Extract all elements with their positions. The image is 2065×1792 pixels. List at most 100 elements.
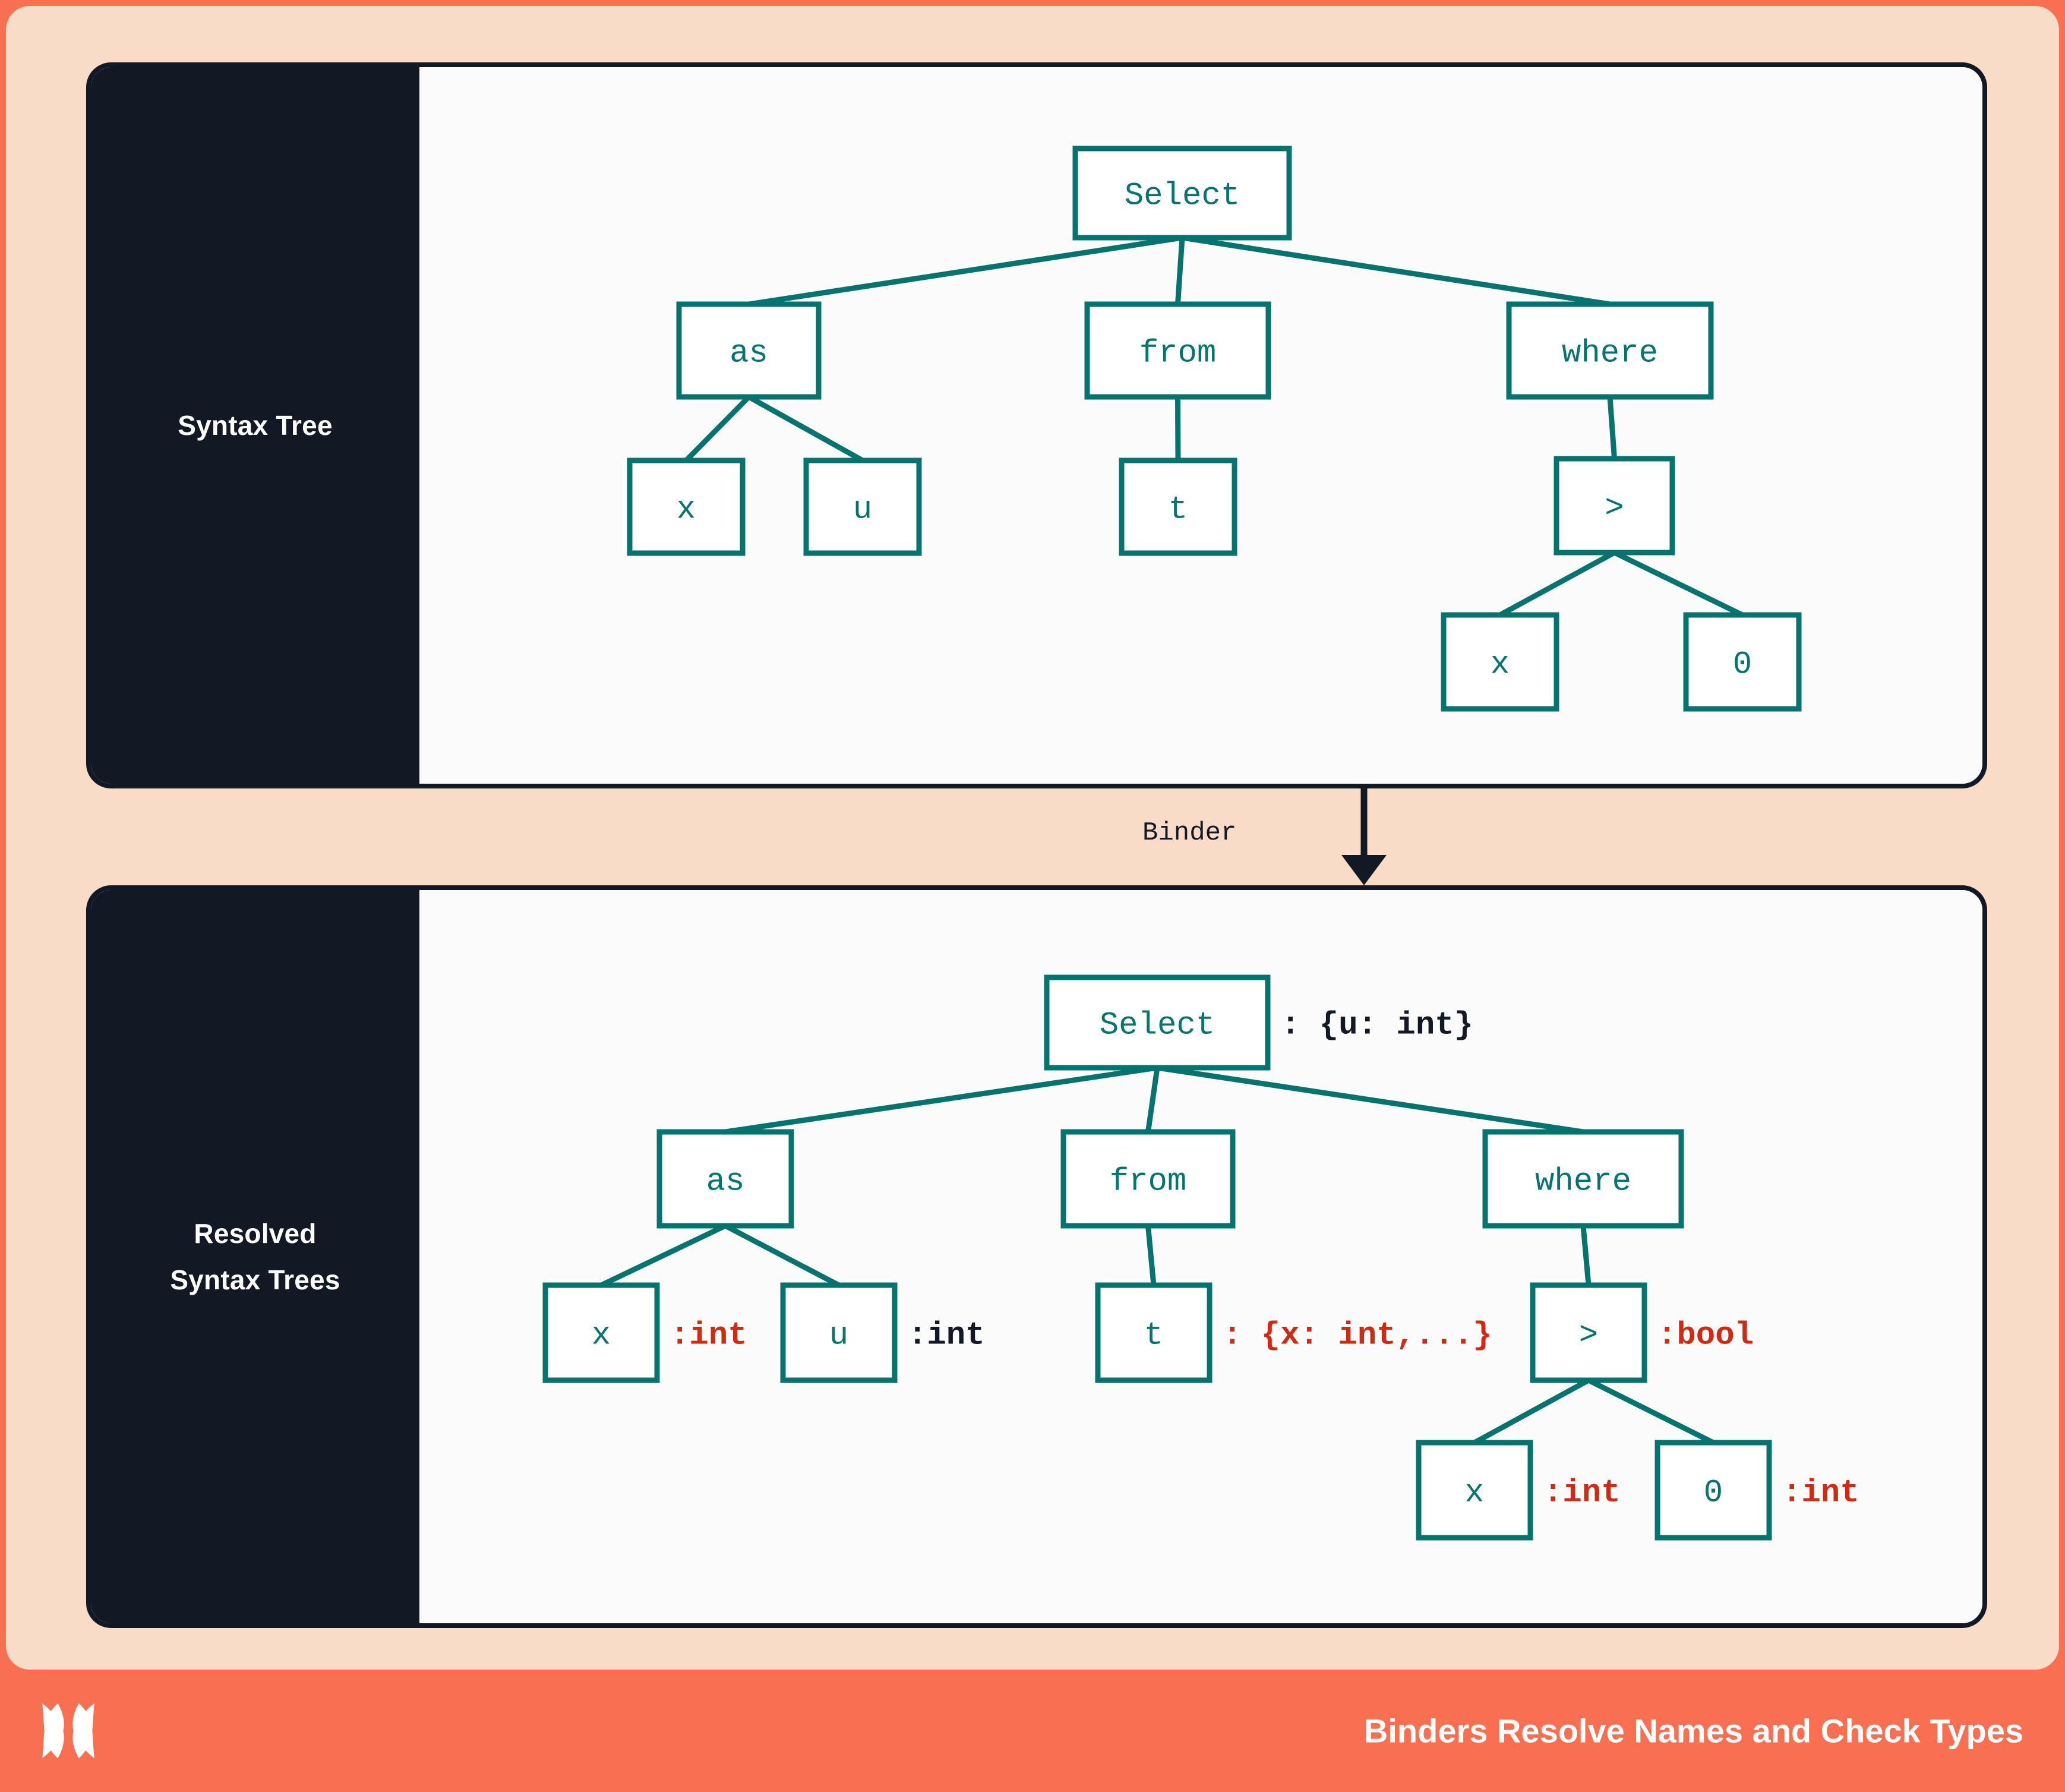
tree-node-box — [676, 301, 822, 400]
tree-node-u1[interactable]: u :int — [780, 1282, 985, 1383]
resolved-tree-canvas: Select : {u: int} as from where x :int u :int t : … — [419, 890, 1982, 1623]
tree-node-label: 0 — [1704, 1475, 1723, 1511]
tree-node-x1[interactable]: x :int — [542, 1282, 747, 1383]
tree-node-box — [780, 1282, 898, 1383]
tree-node-from[interactable]: from — [1060, 1129, 1236, 1229]
tree-node-box — [1060, 1129, 1236, 1229]
footer-title: Binders Resolve Names and Check Types — [1363, 1712, 2023, 1750]
tree-node-box — [542, 1282, 660, 1383]
tree-edge — [1587, 1377, 1715, 1446]
type-annotation: :bool — [1657, 1317, 1754, 1354]
tree-edge — [1498, 550, 1616, 617]
panel-resolved-sidebar: Resolved Syntax Trees — [91, 890, 419, 1623]
tree-edge — [1145, 1067, 1160, 1132]
tree-node-label: x — [1491, 646, 1510, 683]
panel-resolved-label-line2: Syntax Trees — [170, 1264, 340, 1295]
type-annotation: :int — [908, 1317, 985, 1354]
tree-node-label: from — [1110, 1163, 1187, 1200]
tree-node-where[interactable]: where — [1482, 1129, 1684, 1229]
tree-node-box — [1441, 612, 1559, 712]
tree-edge — [1613, 550, 1744, 618]
type-annotation: :int — [1782, 1475, 1859, 1511]
tree-node-box — [1683, 612, 1802, 712]
tree-node-label: u — [829, 1317, 848, 1354]
tree-node-label: x — [592, 1317, 611, 1354]
panel-syntax-tree: Syntax Tree Select as from where x u t > x 0 — [86, 62, 1987, 788]
tree-node-box — [1554, 456, 1675, 556]
tree-node-box — [1506, 301, 1714, 400]
tree-node-z1[interactable]: 0 :int — [1654, 1440, 1859, 1541]
tree-edge — [725, 1065, 1158, 1135]
tree-node-x2[interactable]: x — [1441, 612, 1559, 712]
tree-node-label: Select — [1100, 1007, 1215, 1043]
tree-node-label: u — [853, 491, 872, 528]
type-annotation: : {x: int,...} — [1223, 1317, 1492, 1354]
tree-node-box — [1095, 1282, 1213, 1383]
tree-node-box — [1416, 1440, 1533, 1541]
tree-node-x2[interactable]: x :int — [1416, 1440, 1621, 1541]
type-annotation: :int — [670, 1317, 747, 1354]
tree-node-label: where — [1562, 335, 1658, 371]
tree-edge — [748, 235, 1183, 307]
tree-node-u1[interactable]: u — [803, 458, 922, 556]
tree-node-box — [1044, 974, 1271, 1071]
tree-node-as[interactable]: as — [676, 301, 822, 400]
down-arrow-icon — [1341, 855, 1387, 885]
tree-node-box — [1654, 1440, 1772, 1541]
tree-node-as[interactable]: as — [656, 1129, 794, 1229]
tree-node-box — [1084, 301, 1271, 400]
type-annotation: : {u: int} — [1281, 1007, 1473, 1043]
tree-node-t1[interactable]: t — [1119, 458, 1237, 556]
tree-node-label: where — [1535, 1163, 1631, 1200]
tree-node-where[interactable]: where — [1506, 301, 1714, 400]
tree-node-label: > — [1605, 490, 1624, 526]
tree-edge — [1175, 237, 1185, 305]
tree-node-x1[interactable]: x — [627, 458, 746, 556]
syntax-tree-diagram: Select as from where x u t > x 0 — [627, 146, 1802, 712]
tree-node-z1[interactable]: 0 — [1683, 612, 1802, 712]
panel-resolved-syntax-trees: Resolved Syntax Trees Select : {u: int} as… — [86, 885, 1987, 1628]
tree-edge — [684, 395, 751, 463]
tree-edge — [1607, 396, 1617, 459]
tree-node-t1[interactable]: t : {x: int,...} — [1095, 1282, 1492, 1383]
tree-node-label: from — [1139, 335, 1217, 371]
tree-node-select[interactable]: Select : {u: int} — [1044, 974, 1473, 1071]
tree-edge — [1175, 396, 1181, 461]
tree-edge — [1473, 1378, 1590, 1445]
tree-node-select[interactable]: Select — [1072, 146, 1292, 241]
tree-edge — [724, 1223, 841, 1288]
binder-label: Binder — [1142, 818, 1237, 848]
tree-node-label: Select — [1125, 178, 1240, 214]
tree-edge — [1580, 1225, 1592, 1286]
tree-node-label: x — [1465, 1475, 1484, 1511]
tree-node-label: as — [706, 1163, 745, 1200]
tree-node-label: t — [1169, 491, 1188, 528]
panel-resolved-label-line1: Resolved — [194, 1217, 317, 1249]
tree-node-label: t — [1144, 1317, 1163, 1354]
tree-node-box — [803, 458, 922, 556]
panel-syntax-tree-label: Syntax Tree — [178, 409, 333, 441]
tree-node-box — [1530, 1282, 1647, 1383]
tree-node-gt1[interactable]: > — [1554, 456, 1675, 556]
panel-syntax-tree-sidebar: Syntax Tree — [91, 67, 419, 784]
tree-edge — [1182, 235, 1611, 307]
tree-edge — [747, 395, 864, 463]
tree-node-box — [1119, 458, 1237, 556]
butterfly-x-logo — [42, 1703, 94, 1759]
tree-node-label: as — [730, 335, 768, 371]
syntax-tree-canvas: Select as from where x u t > x 0 — [419, 67, 1982, 784]
type-annotation: :int — [1543, 1475, 1621, 1511]
tree-node-box — [1482, 1129, 1684, 1229]
tree-edge — [1157, 1065, 1584, 1135]
footer-bar: Binders Resolve Names and Check Types — [0, 1670, 2065, 1792]
tree-node-label: x — [677, 491, 696, 528]
tree-edge — [1145, 1225, 1157, 1286]
tree-node-label: 0 — [1733, 646, 1752, 683]
tree-node-box — [627, 458, 746, 556]
resolved-tree-diagram: Select : {u: int} as from where x :int u :int t : … — [542, 974, 1859, 1541]
tree-node-gt1[interactable]: > :bool — [1530, 1282, 1754, 1383]
panel-resolved-label: Resolved Syntax Trees — [170, 1210, 340, 1303]
tree-node-from[interactable]: from — [1084, 301, 1271, 400]
tree-node-label: > — [1579, 1317, 1598, 1354]
